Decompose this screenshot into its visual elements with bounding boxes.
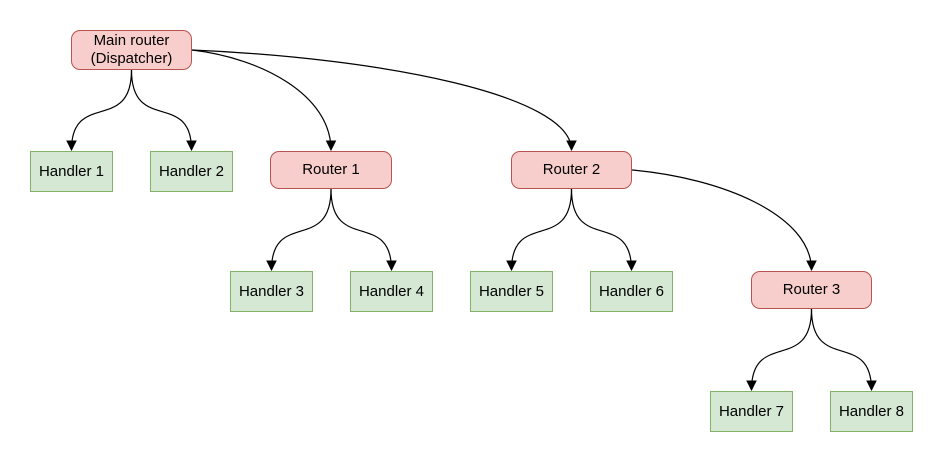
handler-2-node: Handler 2 [150, 151, 233, 192]
router-1-label: Router 1 [302, 161, 360, 178]
router-2-node: Router 2 [511, 151, 632, 189]
router-2-label: Router 2 [542, 161, 601, 178]
main-router-node: Main router(Dispatcher) [71, 30, 192, 70]
handler-8-node: Handler 8 [830, 391, 913, 432]
main-router-label: Main router [93, 32, 170, 49]
edge-router-2-to-router-3 [631, 169, 817, 272]
edge-router-3-to-handler-8 [810, 308, 877, 392]
edge-main-router-to-handler-2 [130, 69, 197, 152]
handler-7-label: Handler 7 [718, 402, 785, 420]
handler-5-node: Handler 5 [470, 271, 553, 312]
edge-router-2-to-handler-5 [506, 188, 573, 272]
handler-4-label: Handler 4 [358, 282, 425, 300]
router-3-node: Router 3 [751, 271, 872, 309]
handler-3-node: Handler 3 [230, 271, 313, 312]
handler-4-node: Handler 4 [350, 271, 433, 312]
edge-router-1-to-handler-4 [330, 188, 397, 272]
handler-3-label: Handler 3 [238, 282, 305, 300]
handler-1-label: Handler 1 [38, 162, 105, 180]
handler-6-node: Handler 6 [590, 271, 673, 312]
edge-router-3-to-handler-7 [746, 308, 813, 392]
edge-router-1-to-handler-3 [266, 188, 332, 272]
edge-main-router-to-router-2 [191, 49, 577, 152]
edge-main-router-to-handler-1 [66, 69, 133, 152]
handler-8-label: Handler 8 [838, 402, 905, 420]
handler-7-node: Handler 7 [710, 391, 793, 432]
handler-2-label: Handler 2 [158, 162, 225, 180]
main-router-label: (Dispatcher) [90, 50, 173, 67]
router-3-label: Router 3 [782, 281, 841, 298]
edge-router-2-to-handler-6 [570, 188, 637, 272]
handler-6-label: Handler 6 [598, 282, 665, 300]
router-1-node: Router 1 [270, 151, 392, 189]
edge-main-router-to-router-1 [191, 49, 337, 152]
handler-1-node: Handler 1 [30, 151, 113, 192]
handler-5-label: Handler 5 [478, 282, 545, 300]
